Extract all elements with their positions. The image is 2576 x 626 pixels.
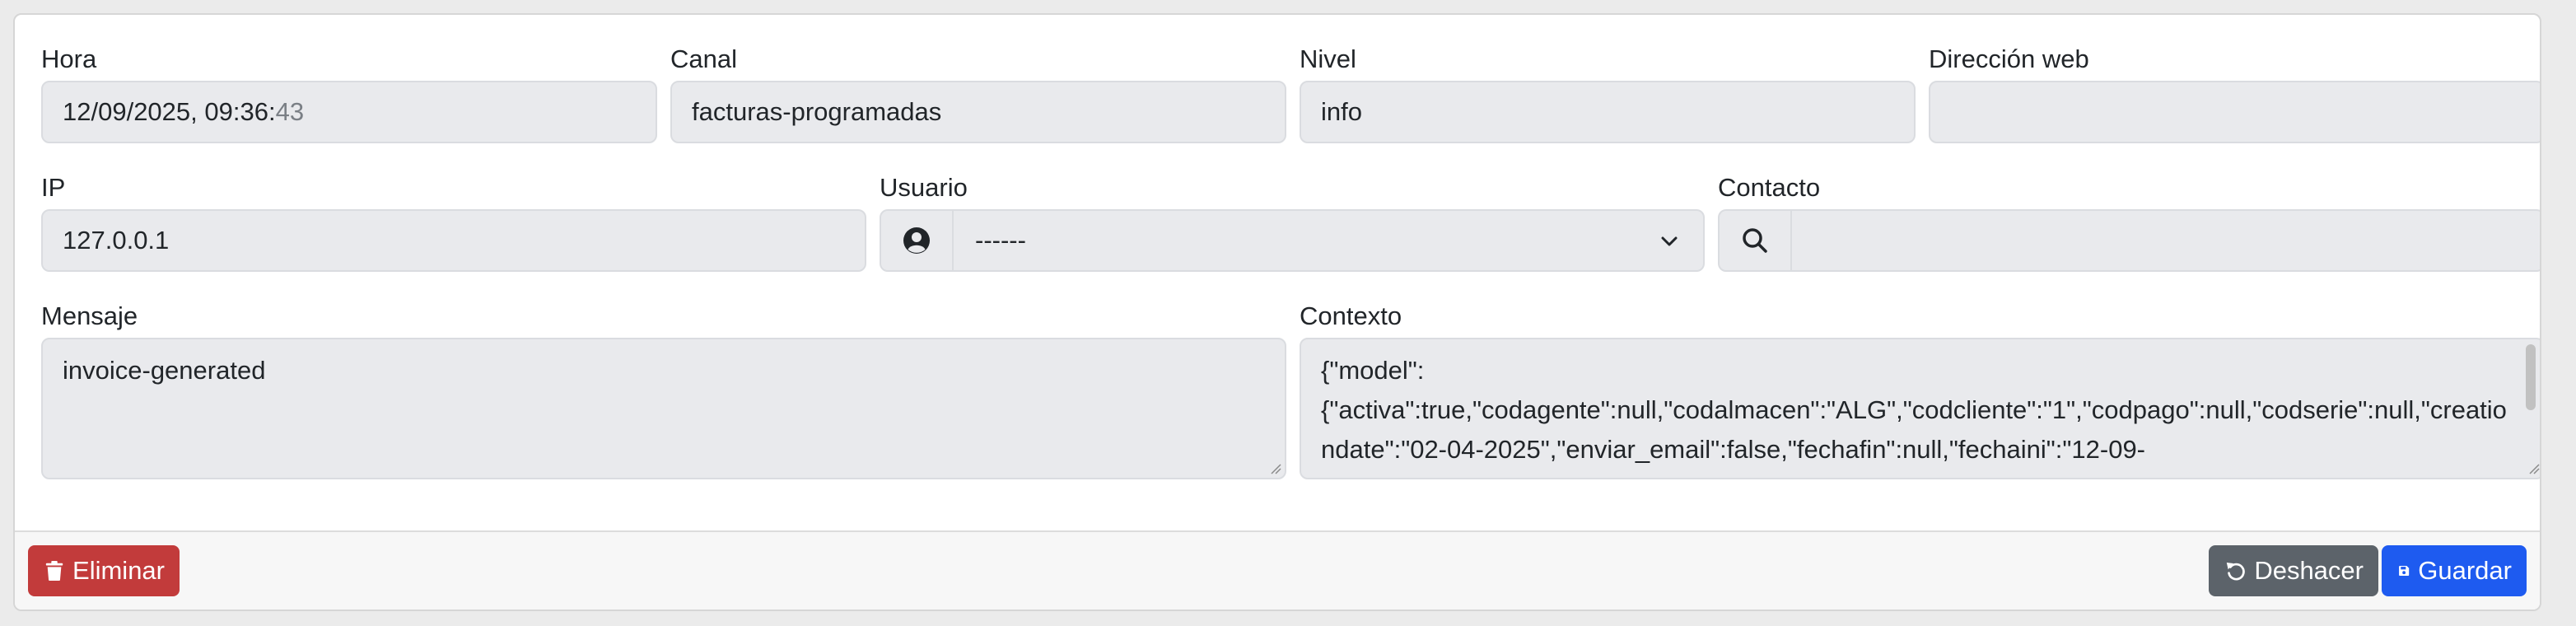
usuario-label: Usuario <box>880 173 968 202</box>
hora-seconds: 43 <box>275 97 305 126</box>
contexto-label: Contexto <box>1300 301 1402 330</box>
undo-icon <box>2226 563 2245 581</box>
contacto-field: Contacto <box>1718 171 2540 273</box>
mensaje-value: invoice-generated <box>63 356 266 385</box>
contexto-field: Contexto {"model": {"activa":true,"codag… <box>1300 300 2540 481</box>
usuario-field: Usuario ------ <box>880 171 1705 273</box>
user-circle-icon <box>903 227 930 254</box>
mensaje-label: Mensaje <box>41 301 138 330</box>
contexto-scrollbar[interactable] <box>2522 343 2540 474</box>
form-body: Hora 12/09/2025, 09:36:43 Canal facturas… <box>15 15 2540 534</box>
nivel-field: Nivel info <box>1300 43 1916 145</box>
mensaje-textarea[interactable]: invoice-generated <box>41 338 1286 479</box>
canal-input[interactable]: facturas-programadas <box>670 81 1286 143</box>
usuario-selected-value: ------ <box>975 226 1026 255</box>
save-button[interactable]: Guardar <box>2382 545 2527 596</box>
undo-label: Deshacer <box>2254 556 2364 585</box>
save-label: Guardar <box>2418 556 2512 585</box>
log-detail-card: Hora 12/09/2025, 09:36:43 Canal facturas… <box>13 13 2541 611</box>
undo-button[interactable]: Deshacer <box>2209 545 2378 596</box>
floppy-disk-icon <box>2399 565 2410 577</box>
nivel-input[interactable]: info <box>1300 81 1916 143</box>
usuario-select[interactable]: ------ <box>952 209 1705 272</box>
contexto-scroll-thumb[interactable] <box>2526 344 2536 410</box>
card-footer: Eliminar Deshacer Guardar <box>15 530 2540 610</box>
trash-icon <box>45 560 63 582</box>
contexto-value: {"model": {"activa":true,"codagente":nul… <box>1321 356 2507 464</box>
contacto-input[interactable] <box>1790 209 2540 272</box>
contexto-textarea[interactable]: {"model": {"activa":true,"codagente":nul… <box>1300 338 2540 479</box>
hora-value: 12/09/2025, 09:36: <box>63 97 276 126</box>
direccion-web-field: Dirección web <box>1929 43 2540 145</box>
search-icon <box>1743 228 1767 253</box>
hora-input[interactable]: 12/09/2025, 09:36:43 <box>41 81 657 143</box>
contacto-search-button[interactable] <box>1718 209 1792 272</box>
ip-field: IP 127.0.0.1 <box>41 171 866 273</box>
delete-label: Eliminar <box>72 556 165 585</box>
delete-button[interactable]: Eliminar <box>28 545 180 596</box>
ip-label: IP <box>41 173 66 202</box>
usuario-addon <box>880 209 954 272</box>
canal-field: Canal facturas-programadas <box>670 43 1286 145</box>
resize-handle-icon[interactable] <box>2528 463 2540 474</box>
contacto-label: Contacto <box>1718 173 1821 202</box>
nivel-label: Nivel <box>1300 44 1356 73</box>
direccion-web-input[interactable] <box>1929 81 2540 143</box>
ip-input[interactable]: 127.0.0.1 <box>41 209 866 272</box>
hora-field: Hora 12/09/2025, 09:36:43 <box>41 43 657 145</box>
direccion-web-label: Dirección web <box>1929 44 2089 73</box>
chevron-down-icon <box>1661 236 1678 246</box>
mensaje-field: Mensaje invoice-generated <box>41 300 1286 481</box>
resize-handle-icon[interactable] <box>1270 463 1281 474</box>
hora-label: Hora <box>41 44 97 73</box>
canal-label: Canal <box>670 44 737 73</box>
